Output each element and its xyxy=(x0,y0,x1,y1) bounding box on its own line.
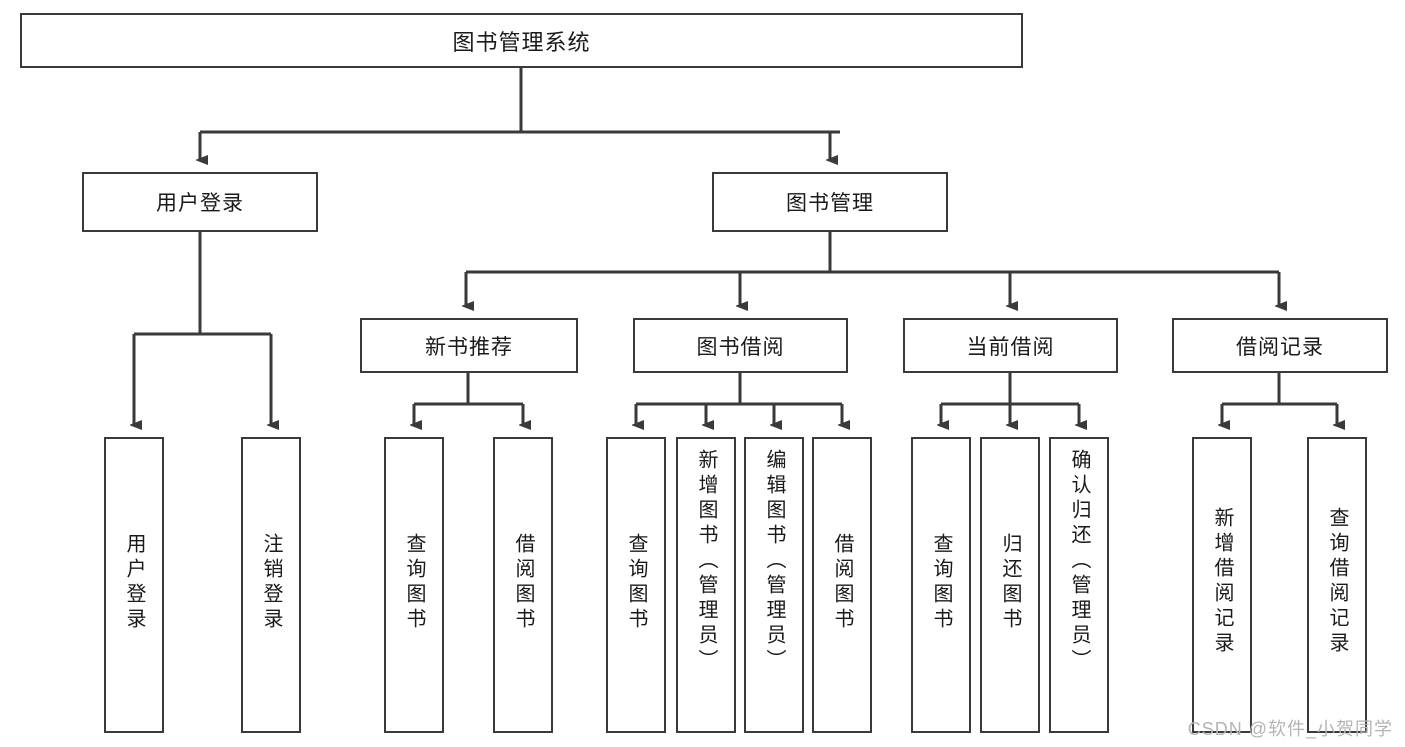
node-book-management[interactable]: 图书管理 xyxy=(712,172,948,232)
node-user-login[interactable]: 用户登录 xyxy=(82,172,318,232)
node-label: 用户登录 xyxy=(156,192,244,215)
node-label: 图书管理系统 xyxy=(452,29,591,55)
node-new-book-recommend[interactable]: 新书推荐 xyxy=(360,318,578,373)
leaf-borrow-add-book-admin[interactable]: 新增图书（管理员） xyxy=(676,437,736,733)
node-label: 新书推荐 xyxy=(425,335,513,359)
leaf-label: 查询借阅记录 xyxy=(1326,507,1348,657)
node-label: 借阅记录 xyxy=(1236,335,1324,359)
leaf-label: 查询图书 xyxy=(930,533,952,633)
leaf-label: 查询图书 xyxy=(625,533,647,633)
leaf-label: 注销登录 xyxy=(260,533,282,633)
leaf-recommend-query-book[interactable]: 查询图书 xyxy=(384,437,444,733)
node-label: 当前借阅 xyxy=(966,335,1055,359)
leaf-recommend-borrow-book[interactable]: 借阅图书 xyxy=(493,437,553,733)
node-root-system[interactable]: 图书管理系统 xyxy=(20,13,1023,68)
node-label: 图书借阅 xyxy=(696,335,785,359)
leaf-label: 用户登录 xyxy=(123,533,145,633)
node-book-borrow[interactable]: 图书借阅 xyxy=(633,318,848,373)
leaf-borrow-query-book[interactable]: 查询图书 xyxy=(606,437,666,733)
leaf-record-add-record[interactable]: 新增借阅记录 xyxy=(1192,437,1252,733)
node-label: 图书管理 xyxy=(786,192,874,215)
leaf-current-return-book[interactable]: 归还图书 xyxy=(980,437,1040,733)
leaf-label: 确认归还（管理员） xyxy=(1068,449,1090,674)
leaf-record-query-record[interactable]: 查询借阅记录 xyxy=(1307,437,1367,733)
leaf-borrow-edit-book-admin[interactable]: 编辑图书（管理员） xyxy=(744,437,804,733)
leaf-user-login[interactable]: 用户登录 xyxy=(104,437,164,733)
node-borrow-record[interactable]: 借阅记录 xyxy=(1172,318,1388,373)
leaf-current-confirm-return-admin[interactable]: 确认归还（管理员） xyxy=(1049,437,1109,733)
leaf-label: 编辑图书（管理员） xyxy=(763,449,785,674)
leaf-label: 归还图书 xyxy=(999,533,1021,633)
leaf-label: 借阅图书 xyxy=(831,533,853,633)
leaf-current-query-book[interactable]: 查询图书 xyxy=(911,437,971,733)
watermark: CSDN @软件_小贺同学 xyxy=(1187,719,1393,739)
node-current-borrow[interactable]: 当前借阅 xyxy=(903,318,1118,373)
leaf-label: 借阅图书 xyxy=(512,533,534,633)
leaf-borrow-borrow-book[interactable]: 借阅图书 xyxy=(812,437,872,733)
leaf-label: 新增图书（管理员） xyxy=(695,449,717,674)
leaf-label: 新增借阅记录 xyxy=(1211,507,1233,657)
leaf-label: 查询图书 xyxy=(403,533,425,633)
leaf-user-logout[interactable]: 注销登录 xyxy=(241,437,301,733)
